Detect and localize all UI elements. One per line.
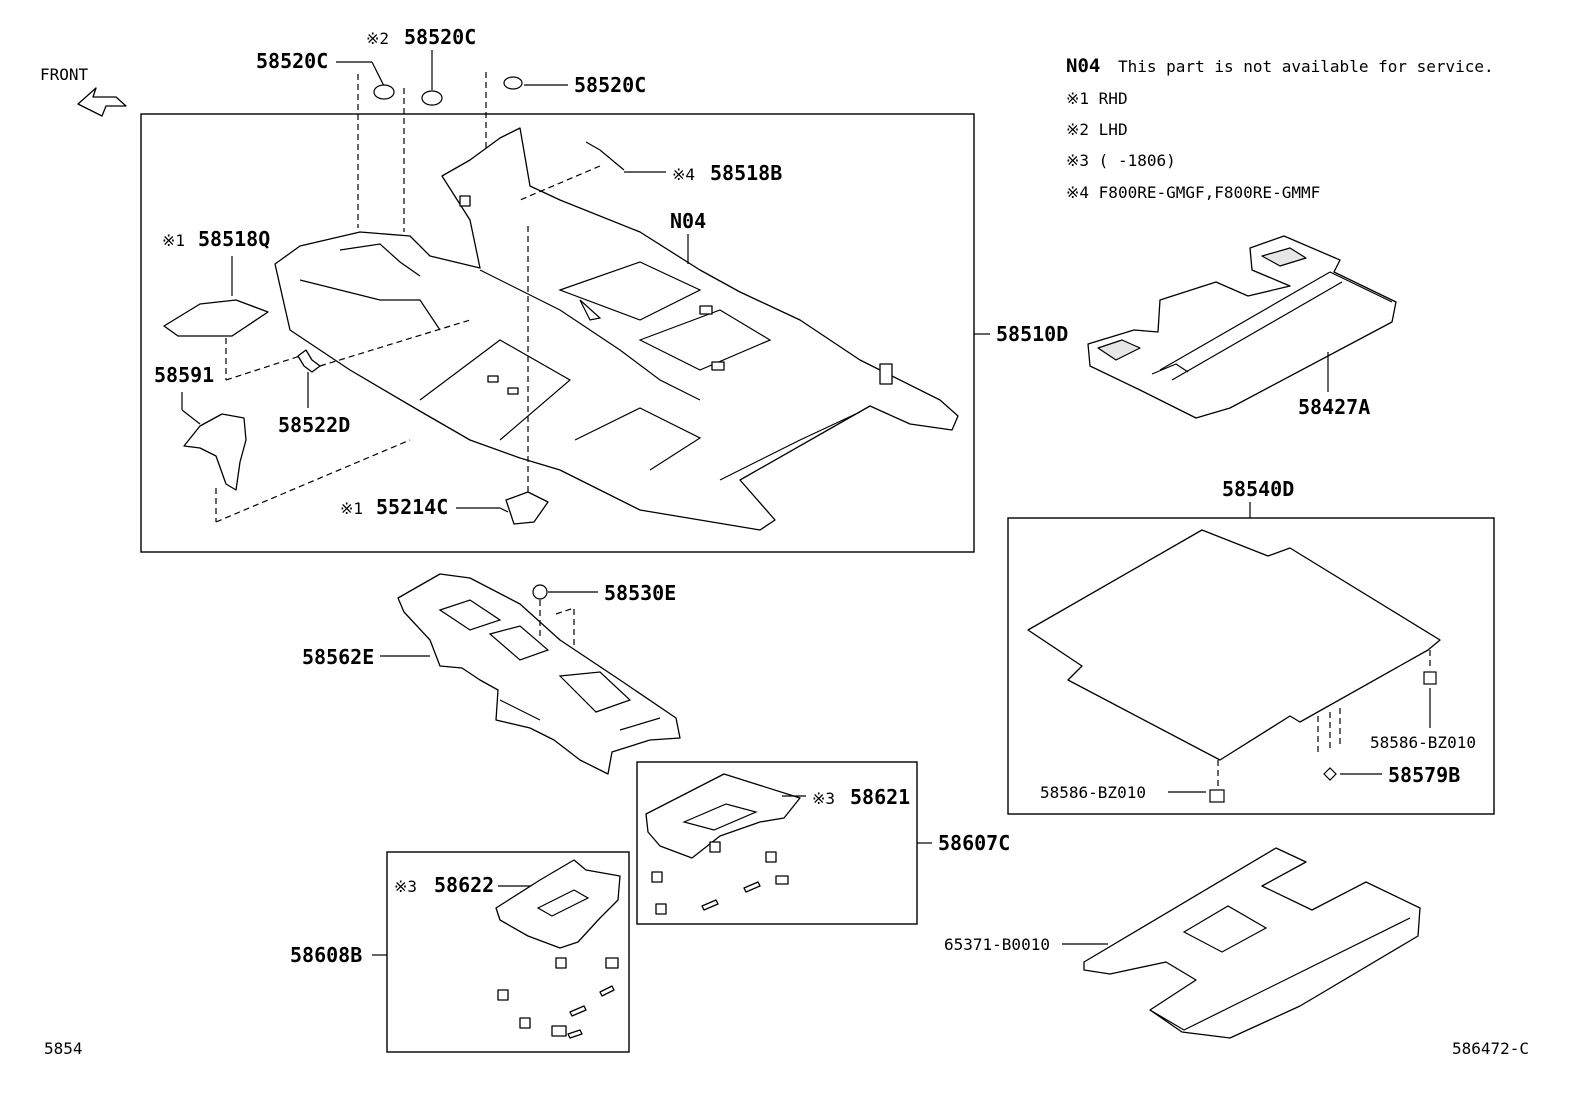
- callout-58518b-mark: ※4: [672, 165, 695, 184]
- pad-58518q-icon: [163, 299, 269, 337]
- part-58518b-icon: [585, 141, 625, 171]
- callout-58586-left: 58586-BZ010: [1040, 783, 1146, 802]
- callout-55214c-mark: ※1: [340, 499, 363, 518]
- callout-58520c-right: 58520C: [574, 73, 646, 97]
- fasteners-58621: [651, 841, 789, 915]
- note-n04-text: This part is not available for service.: [1118, 57, 1494, 76]
- pad-58622: [495, 859, 621, 949]
- note-range: ※3 ( -1806): [1066, 151, 1176, 170]
- callout-58621: 58621: [850, 785, 910, 809]
- callout-58520c-mid-mark: ※2: [366, 29, 389, 48]
- insulator-58591-icon: [183, 413, 247, 491]
- front-arrow-icon: [77, 87, 127, 117]
- callout-65371-b0010: 65371-B0010: [944, 935, 1050, 954]
- box-58608b: [386, 851, 630, 1053]
- callout-58522d: 58522D: [278, 413, 350, 437]
- front-label: FRONT: [40, 65, 89, 84]
- callout-n04: N04: [670, 209, 706, 233]
- panel-58427a: [1087, 235, 1397, 419]
- footer-right-code: 586472-C: [1452, 1039, 1529, 1058]
- bolt-58522d-icon: [297, 349, 321, 373]
- callout-58518b: 58518B: [710, 161, 782, 185]
- clip-58586-right-icon: [1423, 671, 1437, 685]
- clip-58579b-icon: [1323, 767, 1337, 781]
- callout-58540d: 58540D: [1222, 477, 1294, 501]
- footer-left-code: 5854: [44, 1039, 83, 1058]
- callout-58562e: 58562E: [302, 645, 374, 669]
- callout-58621-mark: ※3: [812, 789, 835, 808]
- box-58540d: [1007, 517, 1495, 815]
- board-65371-b0010: [1083, 847, 1421, 1039]
- clip-58586-left-icon: [1209, 789, 1225, 803]
- clip-58520c-mid-icon: [421, 90, 443, 106]
- callout-58586-right: 58586-BZ010: [1370, 733, 1476, 752]
- clip-58530e-icon: [532, 584, 548, 600]
- callout-58622: 58622: [434, 873, 494, 897]
- notes-block: N04 This part is not available for servi…: [1066, 55, 1494, 202]
- callout-58622-mark: ※3: [394, 877, 417, 896]
- callout-58608b: 58608B: [290, 943, 362, 967]
- pad-55214c-icon: [505, 491, 549, 525]
- clip-58520c-left-icon: [373, 84, 395, 100]
- callout-58427a: 58427A: [1298, 395, 1370, 419]
- pad-58621: [645, 773, 801, 859]
- callout-58510d: 58510D: [996, 322, 1068, 346]
- callout-58591: 58591: [154, 363, 214, 387]
- callout-58579b: 58579B: [1388, 763, 1460, 787]
- callout-58520c-mid: 58520C: [404, 25, 476, 49]
- fasteners-58622: [497, 957, 619, 1039]
- callout-58520c-left: 58520C: [256, 49, 328, 73]
- callout-58518q: 58518Q: [198, 227, 270, 251]
- clip-58520c-right-icon: [503, 76, 523, 90]
- callout-58530e: 58530E: [604, 581, 676, 605]
- callout-55214c: 55214C: [376, 495, 448, 519]
- box-58510d: [140, 113, 975, 553]
- callout-58518q-mark: ※1: [162, 231, 185, 250]
- floor-carpet-58510d: [274, 127, 959, 531]
- note-models: ※4 F800RE-GMGF,F800RE-GMMF: [1066, 183, 1320, 202]
- mat-58540d: [1027, 529, 1441, 761]
- note-n04-code: N04: [1066, 55, 1100, 77]
- callout-58607c: 58607C: [938, 831, 1010, 855]
- note-rhd: ※1 RHD: [1066, 89, 1128, 108]
- note-lhd: ※2 LHD: [1066, 120, 1128, 139]
